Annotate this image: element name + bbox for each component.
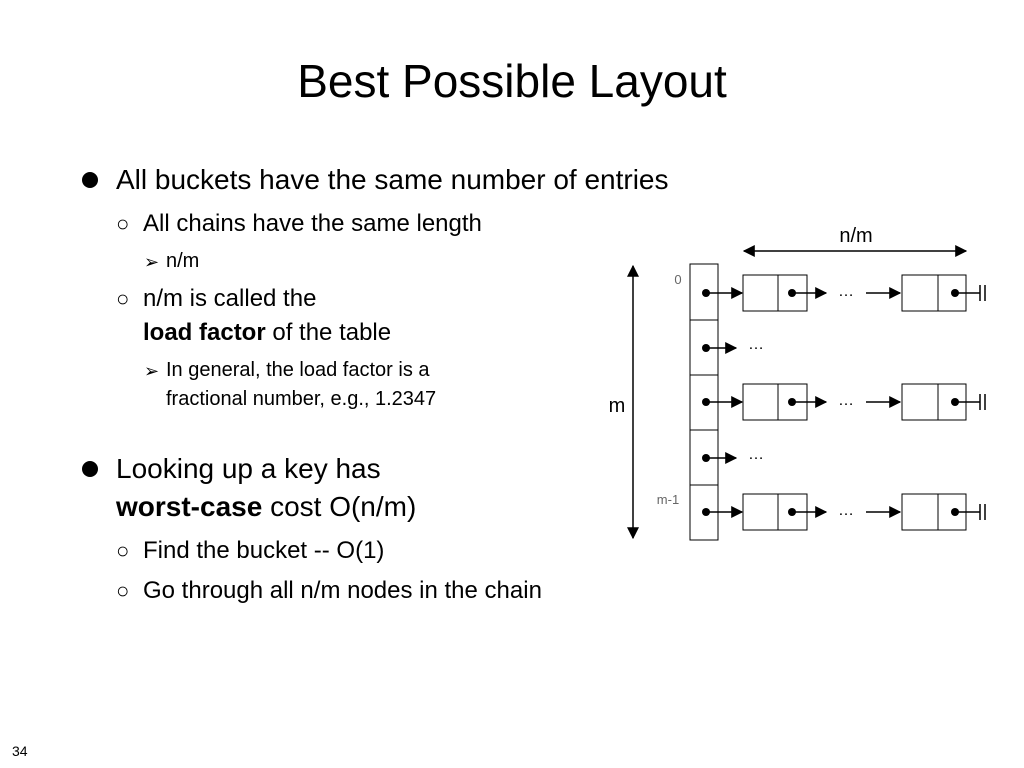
sub-bullet-find-bucket: ○ Find the bucket -- O(1) — [116, 536, 385, 566]
ellipsis: … — [838, 283, 854, 300]
circle-bullet-icon: ○ — [116, 211, 130, 236]
sub-bullet-go-through: ○ Go through all n/m nodes in the chain — [116, 576, 542, 606]
sub-bullet-load-factor-line1: n/m is called the — [143, 285, 317, 312]
circle-bullet-icon: ○ — [116, 286, 130, 311]
arrow-bullet-icon: ➢ — [144, 252, 160, 272]
bucket-row-chain: … — [702, 383, 986, 421]
circle-bullet-icon: ○ — [116, 578, 130, 603]
load-factor-term: load factor — [143, 319, 266, 346]
sub-bullet-chains: ○ All chains have the same length — [116, 209, 482, 239]
bullet-1-text: All buckets have the same number of entr… — [116, 164, 669, 195]
last-index-label: m-1 — [657, 492, 679, 507]
sub-sub-bullet-general-line2-text: fractional number, e.g., 1.2347 — [166, 388, 437, 410]
bullet-2-line1: Looking up a key has — [116, 453, 381, 484]
ellipsis: … — [838, 392, 854, 409]
sub-bullet-find-bucket-text: Find the bucket -- O(1) — [143, 537, 385, 564]
arrow-bullet-icon: ➢ — [144, 361, 160, 381]
ellipsis: … — [838, 502, 854, 519]
ellipsis: … — [748, 336, 764, 353]
bucket-row-short: … — [702, 446, 764, 464]
bullet-dot-icon — [82, 461, 98, 477]
sub-bullet-load-factor: ○ n/m is called the — [116, 284, 317, 314]
sub-sub-bullet-general: ➢ In general, the load factor is a — [144, 357, 430, 383]
bullet-dot-icon — [82, 172, 98, 188]
sub-sub-bullet-nm-text: n/m — [166, 250, 200, 272]
slide-title: Best Possible Layout — [297, 55, 727, 107]
width-label: n/m — [839, 225, 872, 247]
bullet-2-line2: worst-case cost O(n/m) — [116, 490, 416, 524]
worst-case-rest: cost O(n/m) — [262, 491, 417, 522]
bullet-1: All buckets have the same number of entr… — [82, 163, 669, 197]
worst-case-term: worst-case — [116, 491, 263, 522]
sub-sub-bullet-general-line1: In general, the load factor is a — [166, 359, 430, 381]
sub-sub-bullet-general-line2: fractional number, e.g., 1.2347 — [166, 386, 436, 412]
bucket-row-chain: … — [702, 493, 986, 531]
sub-bullet-go-through-text: Go through all n/m nodes in the chain — [143, 577, 542, 604]
first-index-label: 0 — [674, 272, 681, 287]
slide-number: 34 — [12, 743, 28, 759]
height-label: m — [609, 395, 626, 417]
width-dimension: n/m — [742, 225, 968, 257]
sub-sub-bullet-nm: ➢ n/m — [144, 248, 200, 274]
bucket-row-short: … — [702, 336, 764, 354]
height-dimension: m — [609, 264, 639, 540]
bullet-2: Looking up a key has — [82, 452, 381, 486]
ellipsis: … — [748, 446, 764, 463]
bucket-row-chain: … — [702, 274, 986, 312]
circle-bullet-icon: ○ — [116, 538, 130, 563]
sub-bullet-chains-text: All chains have the same length — [143, 210, 482, 237]
load-factor-rest: of the table — [265, 319, 392, 346]
sub-bullet-load-factor-line2: load factor of the table — [143, 318, 391, 348]
